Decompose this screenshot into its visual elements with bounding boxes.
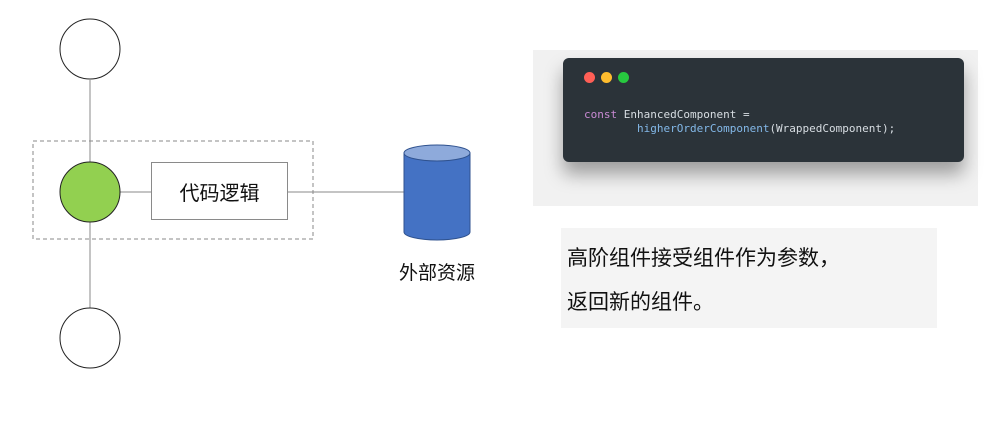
description-text: 高阶组件接受组件作为参数， 返回新的组件。 <box>561 228 937 328</box>
database-icon <box>403 144 471 241</box>
description-line-1: 高阶组件接受组件作为参数， <box>567 246 840 270</box>
code-block: const EnhancedComponent = higherOrderCom… <box>584 108 895 136</box>
description-line-2: 返回新的组件。 <box>567 290 714 314</box>
code-window: const EnhancedComponent = higherOrderCom… <box>563 58 964 162</box>
code-line1-rest: EnhancedComponent = <box>617 108 750 121</box>
window-minimize-dot-icon <box>601 72 612 83</box>
resource-label: 外部资源 <box>398 262 475 284</box>
parent-node <box>59 18 121 80</box>
window-maximize-dot-icon <box>618 72 629 83</box>
code-keyword: const <box>584 108 618 121</box>
logic-box: 代码逻辑 <box>151 162 288 220</box>
hoc-node <box>59 161 121 223</box>
code-indent <box>584 122 637 135</box>
code-args: (WrappedComponent); <box>769 122 896 135</box>
logic-label: 代码逻辑 <box>179 180 260 205</box>
diagram-canvas <box>32 18 471 369</box>
component-boundary <box>32 140 314 240</box>
child-node <box>59 307 121 369</box>
window-close-dot-icon <box>584 72 595 83</box>
hoc-diagram: 代码逻辑 外部资源 <box>32 18 475 369</box>
code-function-name: higherOrderComponent <box>636 122 770 135</box>
code-snippet-card: const EnhancedComponent = higherOrderCom… <box>533 50 978 206</box>
